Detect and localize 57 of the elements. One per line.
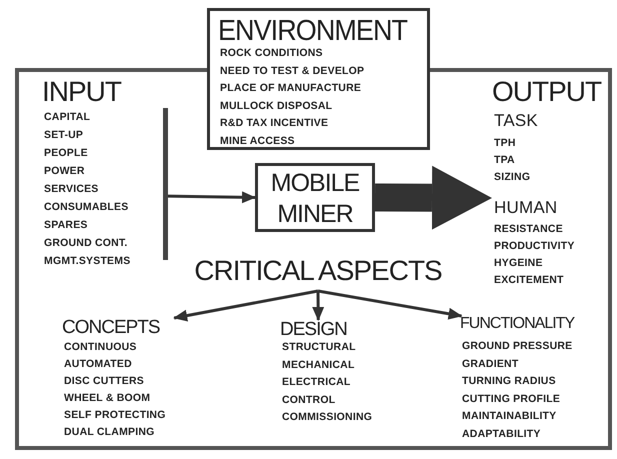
title-text: MOBILE MINER <box>270 168 360 230</box>
list-item: CUTTING PROFILE <box>462 394 560 404</box>
list-item: CONTINUOUS <box>64 342 137 352</box>
title-text: CRITICAL ASPECTS <box>193 257 443 285</box>
heading: CONCEPTS <box>62 318 160 337</box>
list-item: AUTOMATED <box>64 359 132 370</box>
heading: FUNCTIONALITY <box>460 316 574 332</box>
list-item: TPH <box>494 138 516 148</box>
list-item: DISC CUTTERS <box>64 376 144 386</box>
list-item: SPARES <box>44 220 88 230</box>
list-item: ELECTRICAL <box>282 377 350 388</box>
arrow <box>312 290 324 321</box>
list-item: CONTROL <box>282 394 336 405</box>
subheading: HUMAN <box>494 199 558 216</box>
environment-box <box>207 8 430 150</box>
list-item: CAPITAL <box>44 112 90 122</box>
heading: OUTPUT <box>492 78 602 106</box>
list-item: PLACE OF MANUFACTURE <box>220 83 362 94</box>
list-item: HYGEINE <box>494 258 543 268</box>
block-arrow <box>374 166 492 230</box>
subheading: TASK <box>494 112 538 129</box>
list-item: CONSUMABLES <box>44 202 128 212</box>
list-item: GROUND CONT. <box>44 238 128 248</box>
list-item: GROUND PRESSURE <box>462 341 572 352</box>
heading: ENVIRONMENT <box>218 17 408 46</box>
list-item: WHEEL & BOOM <box>64 393 150 404</box>
list-item: SELF PROTECTING <box>64 410 166 420</box>
list-item: STRUCTURAL <box>282 342 356 352</box>
arrow <box>173 290 318 322</box>
list-item: MAINTAINABILITY <box>462 411 556 422</box>
list-item: MULLOCK DISPOSAL <box>220 100 332 112</box>
heading: INPUT <box>42 78 121 106</box>
arrow <box>168 191 256 204</box>
list-item: PEOPLE <box>44 148 88 158</box>
list-item: R&D TAX INCENTIVE <box>220 118 328 129</box>
list-item: SERVICES <box>44 184 99 194</box>
process-box <box>255 163 375 232</box>
list-item: ROCK CONDITIONS <box>220 48 323 58</box>
list-item: MGMT.SYSTEMS <box>44 256 130 266</box>
vertical-bar <box>163 108 168 260</box>
list-item: PRODUCTIVITY <box>494 241 575 252</box>
list-item: POWER <box>44 166 85 176</box>
list-item: MECHANICAL <box>282 360 355 370</box>
list-item: EXCITEMENT <box>494 275 564 286</box>
list-item: COMMISSIONING <box>282 412 372 422</box>
arrow <box>318 290 462 320</box>
list-item: MINE ACCESS <box>220 136 295 146</box>
list-item: DUAL CLAMPING <box>64 427 154 438</box>
list-item: ADAPTABILITY <box>462 428 541 439</box>
list-item: NEED TO TEST & DEVELOP <box>220 66 364 76</box>
heading: DESIGN <box>280 320 347 339</box>
list-item: RESISTANCE <box>494 224 563 234</box>
list-item: TPA <box>494 155 515 166</box>
list-item: SET-UP <box>44 130 84 140</box>
list-item: GRADIENT <box>462 358 518 369</box>
list-item: SIZING <box>494 172 530 182</box>
list-item: TURNING RADIUS <box>462 376 556 386</box>
